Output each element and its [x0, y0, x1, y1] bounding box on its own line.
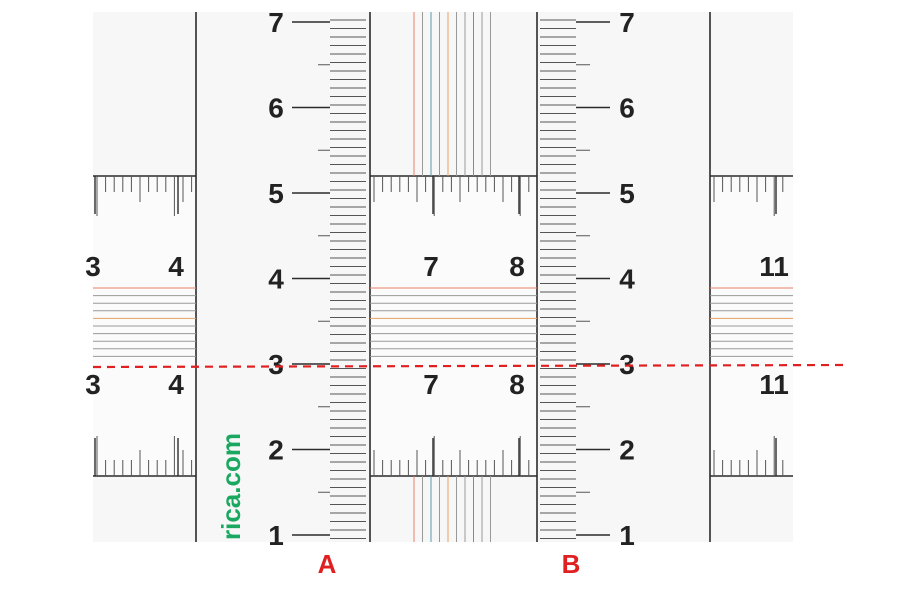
middle-scale-number-top: 7: [423, 251, 439, 282]
left-scale-number-bottom: 4: [168, 369, 184, 400]
middle-scale-number-top: 8: [509, 251, 525, 282]
scale-number: 5: [619, 178, 635, 209]
middle-scale-number-bottom: 8: [509, 369, 525, 400]
scale-number: 4: [268, 264, 284, 295]
left-scale-number-top: 3: [85, 251, 101, 282]
scale-number: 1: [268, 520, 284, 551]
marker-a-label: A: [318, 549, 337, 579]
scale-number: 2: [268, 435, 284, 466]
right-scale-number-bottom: 11: [759, 369, 789, 400]
scale-number: 6: [268, 93, 284, 124]
scale-number: 1: [619, 520, 635, 551]
scale-number: 4: [619, 264, 635, 295]
scale-number: 6: [619, 93, 635, 124]
scale-number: 3: [268, 349, 284, 380]
middle-scale-number-bottom: 7: [423, 369, 439, 400]
marker-b-label: B: [562, 549, 581, 579]
watermark-text: rica.com: [216, 433, 246, 540]
left-scale-number-top: 4: [168, 251, 184, 282]
scale-number: 7: [619, 7, 635, 38]
left-scale-number-bottom: 3: [85, 369, 101, 400]
scale-number: 2: [619, 435, 635, 466]
scale-number: 7: [268, 7, 284, 38]
scale-number: 5: [268, 178, 284, 209]
right-scale-number-top: 11: [759, 251, 789, 282]
